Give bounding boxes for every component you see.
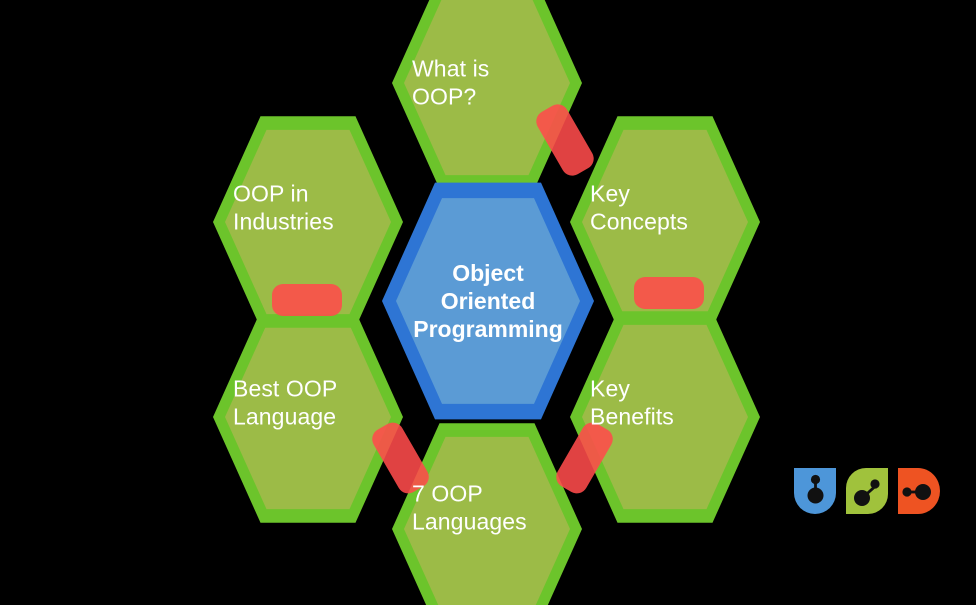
brand-logo (792, 466, 948, 518)
hex-node-key-benefits[interactable] (570, 311, 760, 523)
hex-node-best-oop-language[interactable] (213, 311, 403, 523)
hex-node-fill (582, 324, 748, 510)
leaf-node-mark-icon (844, 466, 890, 516)
hex-node-fill (225, 324, 391, 510)
hex-node-7-oop-languages[interactable] (392, 423, 582, 605)
hex-node-fill (404, 436, 570, 605)
connector-topright-to-bottomright (634, 277, 704, 309)
shield-node-mark-icon (792, 466, 838, 516)
hex-node-fill (404, 0, 570, 176)
dblock-node-mark-icon (896, 466, 942, 516)
hex-node-what-is-oop[interactable] (392, 0, 582, 189)
connector-bottomleft-to-topleft (272, 284, 342, 316)
hex-node-center-object-oriented-programming[interactable] (382, 179, 594, 423)
